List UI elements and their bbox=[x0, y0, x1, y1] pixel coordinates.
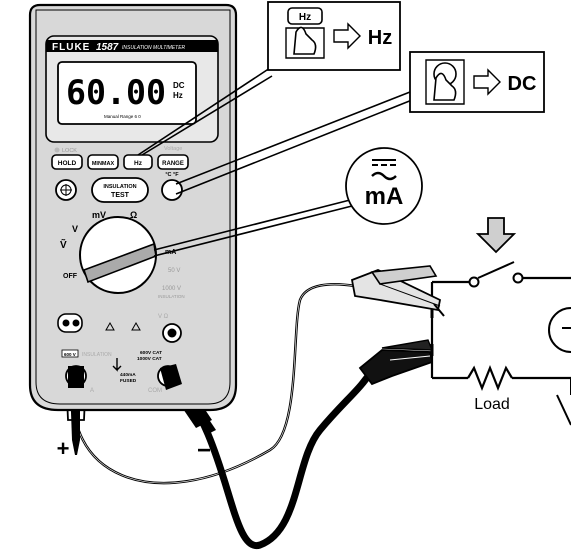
insulation-test-button[interactable]: INSULATION TEST bbox=[91, 177, 149, 203]
callout-lines bbox=[137, 67, 413, 257]
load-label: Load bbox=[474, 396, 510, 413]
hz-callout bbox=[267, 1, 401, 71]
jack-insulation-label: INSULATION bbox=[82, 352, 112, 358]
dial-50v-label: 50 V bbox=[168, 268, 180, 274]
minmax-button[interactable]: MINMAX bbox=[87, 154, 119, 170]
plus-label: + bbox=[57, 436, 70, 461]
multimeter bbox=[28, 3, 238, 412]
ground-symbol bbox=[556, 378, 571, 426]
clip-bottom bbox=[358, 339, 434, 386]
display-range: Manual Range 6 0 bbox=[104, 114, 141, 119]
a-label: A bbox=[90, 388, 94, 394]
display-reading: 60.00 bbox=[66, 73, 166, 113]
com-label: COM bbox=[148, 388, 162, 394]
display-unit-hz: Hz bbox=[173, 91, 183, 100]
cat-line2: 1000V CAT bbox=[137, 356, 162, 362]
minus-label: − bbox=[197, 437, 211, 464]
voltage-label: Voltage bbox=[164, 146, 182, 152]
dial-off-label: OFF bbox=[63, 273, 78, 280]
range-button[interactable]: RANGE bbox=[157, 154, 189, 170]
hz-button[interactable]: Hz bbox=[123, 154, 153, 170]
brand-strip bbox=[46, 40, 218, 52]
dc-callout-result: DC bbox=[508, 73, 537, 95]
dial-vdc-label: V bbox=[72, 224, 78, 234]
hz-callout-result: Hz bbox=[368, 27, 392, 49]
hz-button-label: Hz bbox=[134, 160, 143, 167]
dial-insulation-label: INSULATION bbox=[158, 294, 185, 299]
hazard-rating: 600 V bbox=[64, 352, 76, 357]
range-button-label: RANGE bbox=[162, 161, 184, 167]
dial-vac-label: Ṽ bbox=[60, 238, 67, 251]
dial-mv-label: mV bbox=[92, 210, 106, 220]
dial-ohm-label: Ω bbox=[130, 210, 137, 220]
fuse-line2: FUSED bbox=[120, 378, 137, 384]
ma-callout-symbol: mA bbox=[365, 183, 404, 210]
insulation-test-line2: TEST bbox=[111, 192, 130, 199]
model-number: 1587 bbox=[96, 42, 119, 53]
test-leads bbox=[73, 283, 376, 549]
press-arrow bbox=[475, 217, 517, 254]
blue-button[interactable] bbox=[161, 179, 183, 201]
ma-callout bbox=[345, 147, 423, 225]
insulation-test-line1: INSULATION bbox=[103, 184, 136, 190]
lock-label: LOCK bbox=[62, 148, 77, 154]
cat-line1: 600V CAT bbox=[140, 350, 162, 356]
minmax-button-label: MINMAX bbox=[92, 161, 115, 167]
hold-button[interactable]: HOLD bbox=[51, 154, 83, 170]
fuse-line1: 440mA bbox=[120, 372, 136, 378]
hold-button-label: HOLD bbox=[58, 160, 77, 167]
temp-label: °C °F bbox=[165, 172, 179, 178]
jacks-panel bbox=[57, 313, 182, 372]
dial-1000v-label: 1000 V bbox=[162, 286, 181, 292]
hz-callout-button-text: Hz bbox=[299, 12, 311, 23]
brand-logo: FLUKE bbox=[52, 42, 90, 53]
compare-button[interactable] bbox=[55, 179, 77, 201]
dc-callout bbox=[409, 51, 545, 113]
switch-symbol bbox=[468, 261, 524, 288]
meter-subtitle: INSULATION MULTIMETER bbox=[122, 45, 186, 51]
lock-icon bbox=[54, 147, 60, 153]
source-symbol bbox=[548, 307, 571, 353]
clip-top bbox=[350, 265, 445, 317]
jack-v-label: V Ω bbox=[158, 314, 169, 320]
rotary-dial[interactable] bbox=[79, 216, 157, 294]
display-unit-dc: DC bbox=[173, 81, 185, 90]
